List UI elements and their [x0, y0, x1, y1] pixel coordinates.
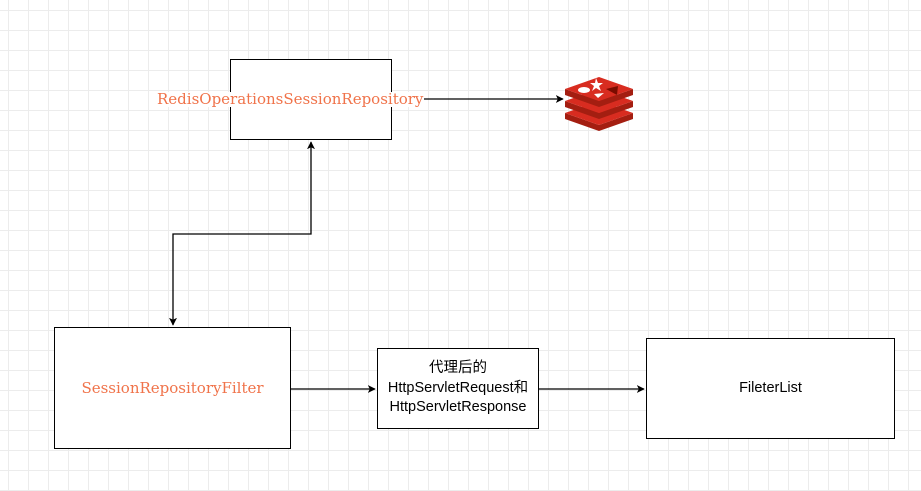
- proxied-label-line-2: HttpServletRequest和: [387, 379, 529, 396]
- redis-logo-icon: [565, 77, 633, 131]
- edge-repository-filter: [169, 141, 315, 326]
- session-filter-label: SessionRepositoryFilter: [80, 378, 265, 397]
- proxied-request-response-node: 代理后的 HttpServletRequest和 HttpServletResp…: [377, 348, 539, 429]
- filter-list-node: FileterList: [646, 338, 895, 439]
- proxied-label-line-1: 代理后的: [428, 360, 487, 377]
- redis-repository-label: RedisOperationsSessionRepository: [156, 90, 425, 108]
- session-repository-filter-node: SessionRepositoryFilter: [54, 327, 291, 449]
- proxied-label: 代理后的 HttpServletRequest和 HttpServletResp…: [388, 359, 528, 418]
- proxied-label-line-3: HttpServletResponse: [389, 399, 527, 416]
- redis-operations-session-repository-node: RedisOperationsSessionRepository: [156, 59, 425, 140]
- filter-list-label: FileterList: [739, 379, 802, 396]
